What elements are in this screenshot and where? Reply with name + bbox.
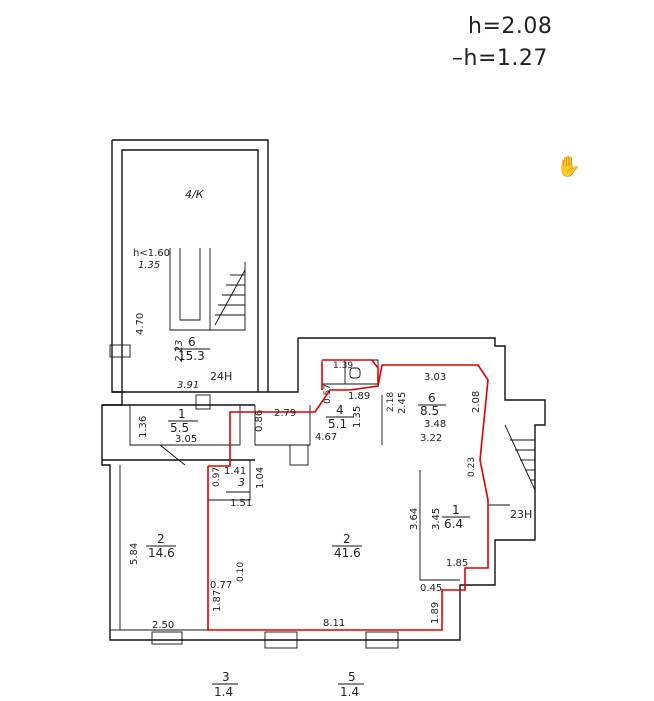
dim: 1.51	[230, 498, 252, 509]
room-area: 14.6	[148, 546, 175, 560]
section-mark-num: 5	[348, 670, 356, 684]
section-mark-num: 3	[222, 670, 230, 684]
dim: 3.22	[420, 433, 442, 444]
dim: 2.18	[386, 392, 396, 412]
dim: 0.10	[236, 562, 246, 582]
dim: 0.97	[212, 467, 222, 487]
dim: 2.50	[152, 620, 174, 631]
dim: 1.85	[446, 558, 468, 569]
dim: 3.05	[175, 434, 197, 445]
dim: 0.45	[420, 583, 442, 594]
dim: 3.03	[424, 372, 446, 383]
room-area: 6.4	[444, 517, 463, 531]
dim: 0.57	[323, 384, 333, 404]
room-number: 6	[188, 335, 196, 349]
dim: 1.04	[255, 467, 266, 489]
room-top-label: 4/К	[185, 188, 205, 201]
dim: 1.36	[138, 416, 149, 438]
dim: 3.45	[431, 508, 442, 530]
dim: 1.35	[352, 406, 363, 428]
dim: 8.11	[323, 618, 345, 629]
dim: 1.89	[430, 602, 441, 624]
dimensions: 24H 23H 4.70 2.23 3.91 1.36 3.05 0.86 2.…	[129, 313, 532, 631]
lower-stair	[488, 424, 536, 506]
room-number: 1	[178, 407, 186, 421]
section-mark-den: 1.4	[340, 685, 359, 699]
dim: 0.86	[254, 410, 265, 432]
dim: 2.23	[174, 340, 185, 362]
upper-stair	[169, 248, 246, 331]
dim: 1.89	[348, 391, 370, 402]
dim: 3.48	[424, 419, 446, 430]
dim: 1.87	[212, 590, 223, 612]
section-mark-den: 1.4	[214, 685, 233, 699]
room-labels: 4/К h<1.60 1.35 6 15.3 1 5.5 4 5.1 6 8.5…	[133, 188, 470, 560]
h-low-value: 1.35	[138, 260, 160, 271]
dim: 3.64	[409, 508, 420, 530]
highlighted-premises	[207, 364, 489, 631]
dim: 1.39	[333, 361, 353, 371]
stair-label: 23H	[510, 508, 532, 521]
room-area: 5.1	[328, 417, 347, 431]
room-number: 4	[336, 403, 344, 417]
dim: 0.77	[210, 580, 232, 591]
room-number: 2	[157, 532, 165, 546]
room-area: 41.6	[334, 546, 361, 560]
height-label-2: –h=1.27	[452, 46, 548, 71]
room-number: 2	[343, 532, 351, 546]
dim: 1.41	[224, 466, 246, 477]
section-marks: 3 1.4 5 1.4	[212, 670, 364, 699]
height-label-1: h=2.08	[468, 14, 553, 39]
dim: 0.23	[467, 457, 477, 477]
hand-pointer-icon: ✋	[556, 154, 581, 178]
dim: 2.79	[274, 408, 296, 419]
room-area: 15.3	[178, 349, 205, 363]
dim: 2.08	[471, 391, 482, 413]
dim: 5.84	[129, 543, 140, 565]
dim: 2.45	[397, 392, 408, 414]
room-number: 3	[238, 476, 245, 489]
room-area: 5.5	[170, 421, 189, 435]
room-number: 6	[428, 391, 436, 405]
room-number: 1	[452, 503, 460, 517]
stair-label: 24H	[210, 370, 232, 383]
room-area: 8.5	[420, 404, 439, 418]
dim: 4.67	[315, 432, 337, 443]
dim: 4.70	[135, 313, 146, 335]
dim: 3.91	[177, 380, 199, 391]
h-low-label: h<1.60	[133, 248, 170, 259]
